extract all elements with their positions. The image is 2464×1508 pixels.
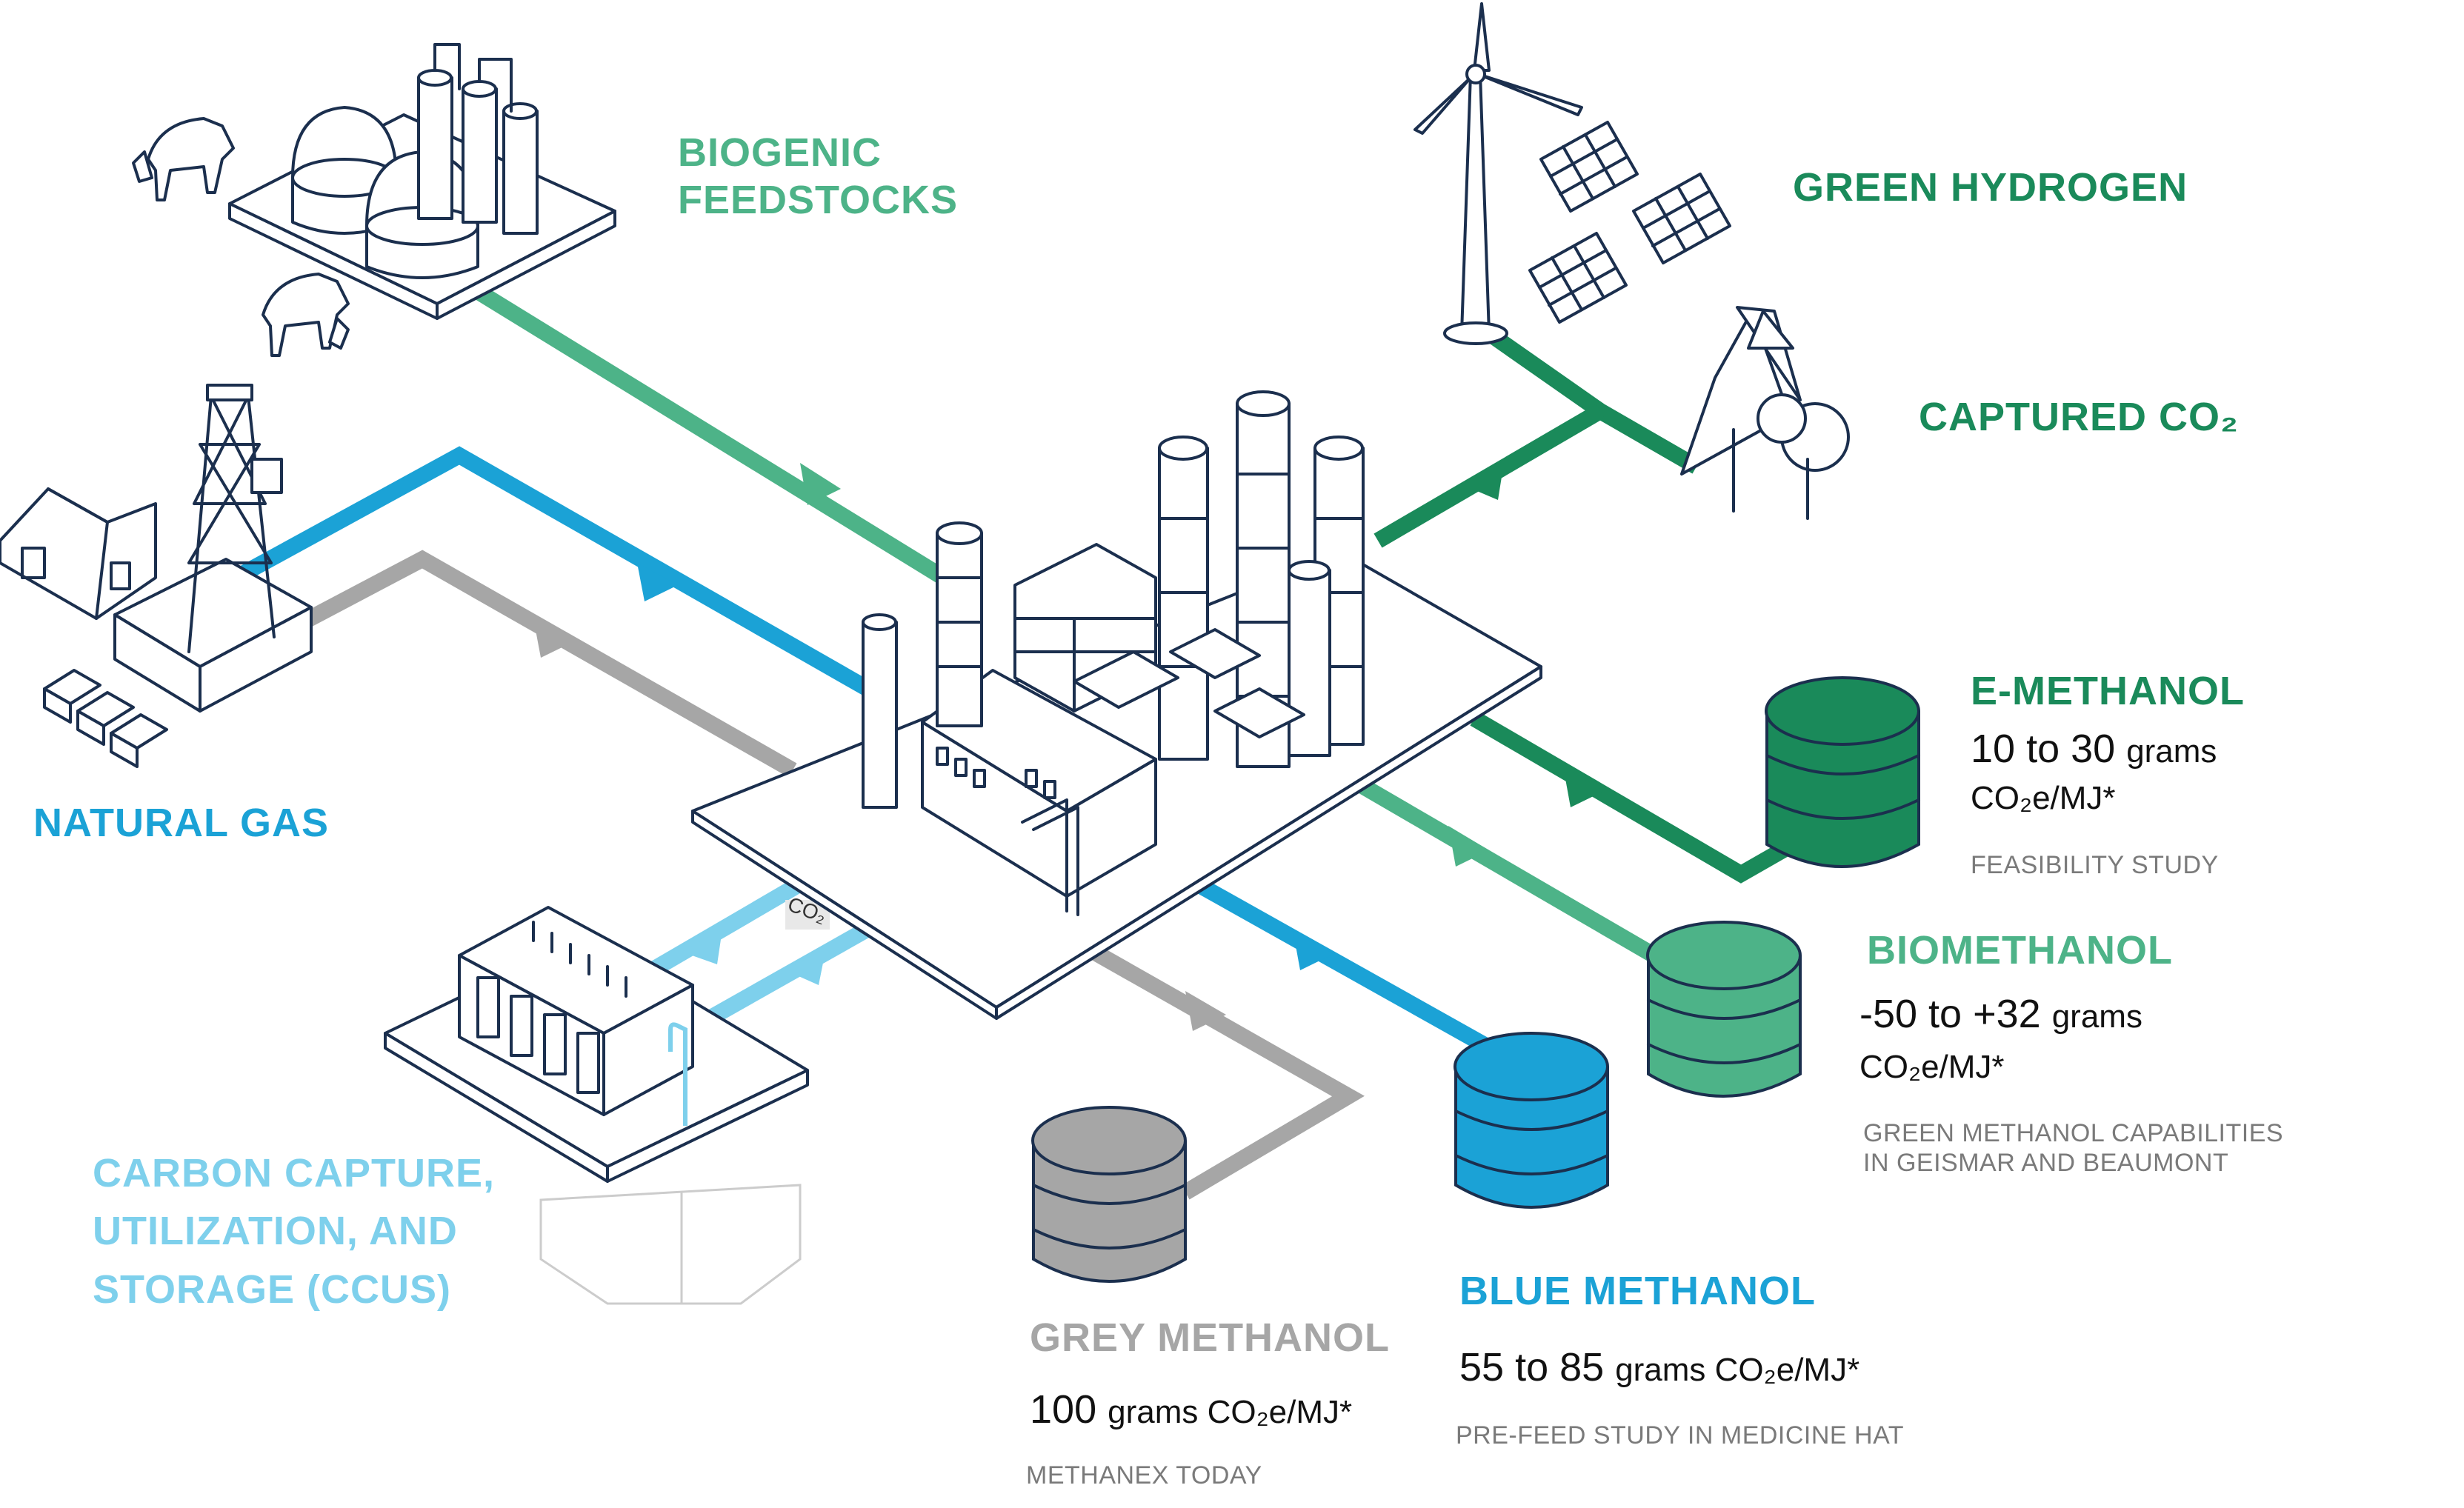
ccus-label-line2: UTILIZATION, AND	[93, 1209, 458, 1254]
grey-pipe	[284, 550, 1365, 1200]
blue-methanol-value: 55 to 85 grams CO₂e/MJ*	[1459, 1344, 1859, 1392]
grey-methanol-value: 100 grams CO₂e/MJ*	[1030, 1387, 1352, 1434]
biogenic-flow-arrow	[800, 463, 841, 505]
cow-icon-2	[262, 273, 350, 357]
biomethanol-note-line1: GREEN METHANOL CAPABILITIES	[1863, 1119, 2284, 1147]
grey-methanol-unit: grams CO₂e/MJ*	[1108, 1394, 1353, 1430]
storage-tank-icon-grey-methanol	[1031, 1106, 1187, 1283]
biomethanol-unit: grams	[2051, 998, 2142, 1035]
green-hydrogen-label: GREEN HYDROGEN	[1793, 165, 2188, 210]
blue-methanol-range: 55 to 85	[1459, 1345, 1605, 1389]
solar-panel-icon	[1528, 121, 1731, 324]
capture-unit-icon	[384, 906, 809, 1305]
ccus-label: CARBON CAPTURE, UTILIZATION, AND STORAGE…	[93, 1144, 495, 1318]
grey-flow-arrow-out	[1185, 991, 1226, 1031]
blue-methanol-flow-arrow	[1293, 930, 1333, 970]
tree-icon	[1680, 306, 1850, 520]
biogas-digester-icon	[228, 43, 616, 320]
grey-methanol-range: 100	[1030, 1387, 1097, 1432]
farmhouse-icon	[0, 487, 157, 620]
e-methanol-flow-arrow	[1563, 767, 1604, 807]
e-methanol-title: E-METHANOL	[1971, 669, 2245, 713]
e-methanol-range: 10 to 30	[1971, 727, 2116, 771]
co2-flow-arrow-in	[785, 948, 826, 985]
captured-co2-label: CAPTURED CO₂	[1919, 395, 2240, 439]
hydrogen-flow-arrow	[1463, 463, 1504, 500]
green-hydrogen-pipe	[1373, 326, 1797, 884]
natural-gas-flow-arrow	[637, 563, 678, 601]
biogenic-pipe	[444, 266, 1671, 970]
biomethanol-range: -50 to +32	[1859, 992, 2041, 1036]
storage-tank-icon-e-methanol	[1765, 676, 1920, 868]
ccus-label-line3: STORAGE (CCUS)	[93, 1267, 452, 1312]
blue-methanol-title: BLUE METHANOL	[1459, 1269, 1816, 1313]
e-methanol-note: FEASIBILITY STUDY	[1971, 851, 2219, 879]
blue-methanol-note: PRE-FEED STUDY IN MEDICINE HAT	[1456, 1421, 1905, 1449]
grey-methanol-note: METHANEX TODAY	[1026, 1461, 1262, 1489]
grey-methanol-title: GREY METHANOL	[1030, 1315, 1391, 1360]
grey-flow-arrow-in	[533, 618, 574, 658]
e-methanol-unit: grams	[2126, 733, 2217, 770]
ccus-label-line1: CARBON CAPTURE,	[93, 1151, 496, 1195]
cow-icon	[132, 117, 235, 201]
e-methanol-value: 10 to 30 grams	[1971, 726, 2217, 773]
biomethanol-note: GREEN METHANOL CAPABILITIES IN GEISMAR A…	[1863, 1118, 2283, 1178]
blue-methanol-unit: grams CO₂e/MJ*	[1615, 1352, 1860, 1388]
co2-flow-arrow-out	[682, 930, 722, 964]
biogenic-label-line1: BIOGENIC	[678, 130, 882, 175]
biomethanol-value: -50 to +32 grams	[1859, 991, 2142, 1038]
biogenic-label-line2: FEEDSTOCKS	[678, 177, 959, 222]
biomethanol-unit2: CO₂e/MJ*	[1859, 1049, 2005, 1085]
biomethanol-title: BIOMETHANOL	[1867, 928, 2173, 972]
storage-tank-icon-biomethanol	[1646, 921, 1802, 1098]
storage-tank-icon-blue-methanol	[1454, 1032, 1609, 1209]
biogenic-label: BIOGENIC FEEDSTOCKS	[678, 130, 958, 224]
biomethanol-flow-arrow	[1448, 826, 1489, 867]
natural-gas-label: NATURAL GAS	[33, 801, 329, 845]
gas-derrick-icon	[43, 384, 313, 768]
biomethanol-note-line2: IN GEISMAR AND BEAUMONT	[1863, 1149, 2229, 1178]
e-methanol-unit2: CO₂e/MJ*	[1971, 780, 2116, 816]
wind-turbine-icon	[1414, 2, 1583, 345]
methanol-plant-icon	[691, 390, 1542, 1020]
natural-gas-pipe	[218, 446, 1501, 1059]
